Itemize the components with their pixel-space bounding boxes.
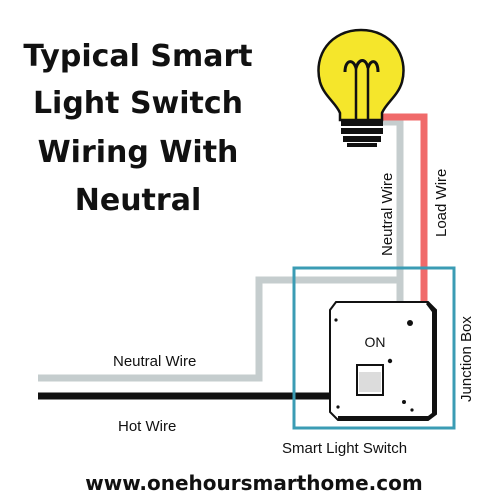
screw-dot <box>407 320 413 326</box>
screw-dot <box>334 318 338 322</box>
title-line-2: Light Switch <box>33 86 243 121</box>
hot-wire-label: Hot Wire <box>118 418 176 435</box>
diagram-title: Typical Smart Light Switch Wiring With N… <box>23 39 252 218</box>
neutral-wire-vertical-label: Neutral Wire <box>379 173 396 256</box>
smart-light-switch-label: Smart Light Switch <box>282 440 407 457</box>
switch-toggle-paddle <box>356 364 384 396</box>
screw-dot <box>410 408 414 412</box>
screw-dot <box>336 405 340 409</box>
footer-url: www.onehoursmarthome.com <box>85 471 422 495</box>
screw-dot <box>402 400 406 404</box>
load-wire-label: Load Wire <box>433 169 450 237</box>
title-line-1: Typical Smart <box>23 39 252 74</box>
title-line-4: Neutral <box>75 183 201 218</box>
switch-state-label: ON <box>365 334 386 350</box>
neutral-wire-label: Neutral Wire <box>113 353 196 370</box>
title-line-3: Wiring With <box>38 135 239 170</box>
smart-switch: ON <box>329 301 437 421</box>
load-wire-line <box>370 113 428 310</box>
light-bulb-icon <box>317 28 405 147</box>
junction-box-label: Junction Box <box>458 316 475 402</box>
junction-box <box>292 266 456 430</box>
